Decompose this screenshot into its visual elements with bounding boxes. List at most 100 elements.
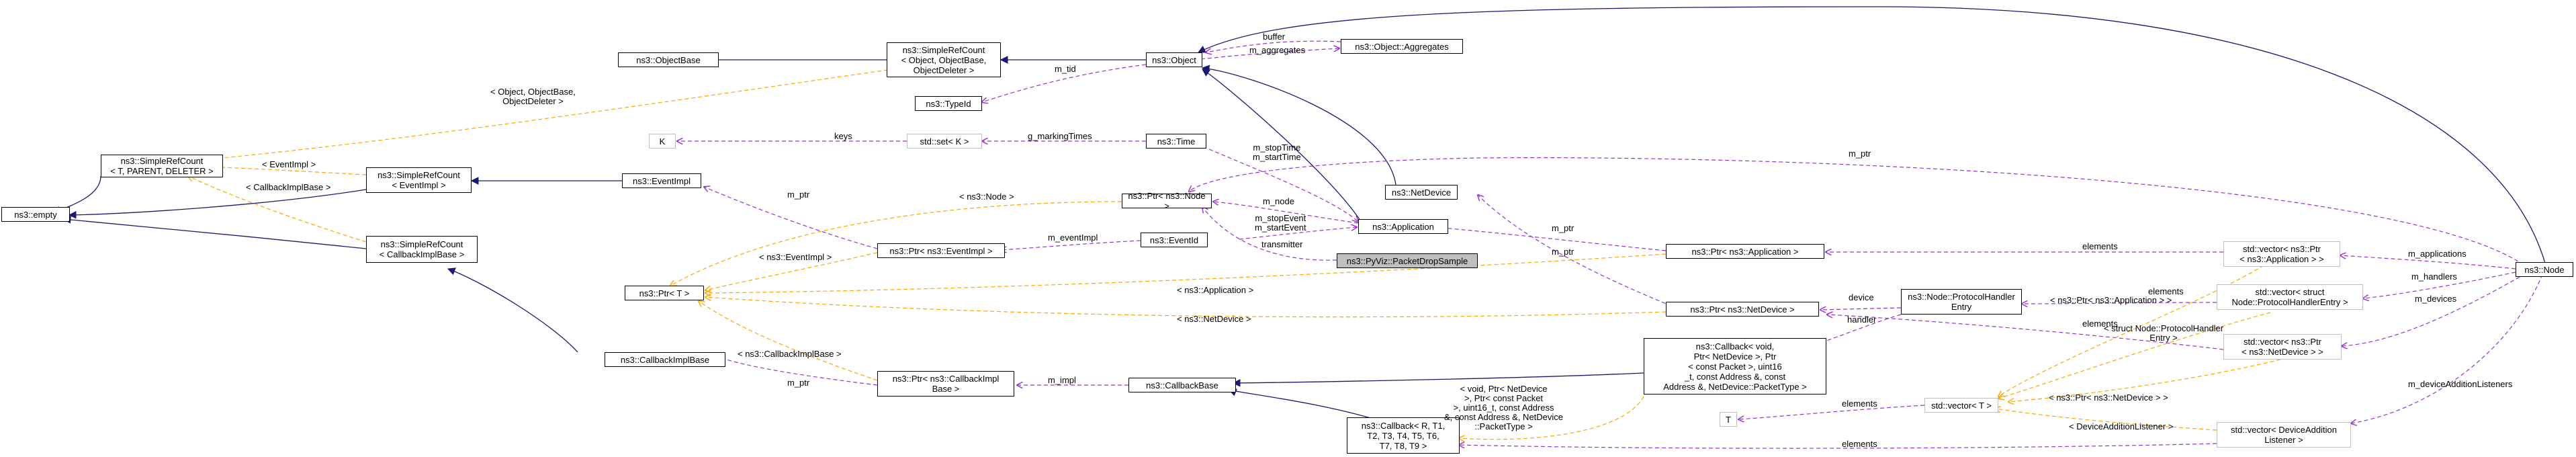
edge-mem-node-vectornetdev bbox=[2342, 273, 2526, 346]
edge-label-elements-netdev: elements bbox=[2082, 319, 2118, 329]
node-packet-drop-sample[interactable]: ns3::PyViz::PacketDropSample bbox=[1337, 253, 1478, 268]
node-ns3-time[interactable]: ns3::Time bbox=[1146, 134, 1206, 149]
edge-tpl-vectorlistener-stdvector bbox=[1995, 409, 2217, 431]
node-std-vector-t[interactable]: std::vector< T > bbox=[1924, 398, 1998, 413]
edge-label-m-event-impl: m_eventImpl bbox=[1048, 233, 1098, 243]
node-vector-ptr-netdevice[interactable]: std::vector< ns3::Ptr < ns3::NetDevice >… bbox=[2223, 334, 2342, 360]
node-ptr-eventimpl[interactable]: ns3::Ptr< ns3::EventImpl > bbox=[877, 243, 1005, 258]
edge-mem-ptreventimpl-eventid bbox=[1001, 240, 1141, 250]
node-callback-impl-base[interactable]: ns3::CallbackImplBase bbox=[605, 352, 725, 367]
edge-inherit-callbackvoid-callbackbase bbox=[1232, 372, 1644, 387]
edge-label-elements-listener: elements bbox=[1842, 439, 1877, 449]
edge-label-m-applications: m_applications bbox=[2408, 249, 2467, 259]
edge-label-tpl-eventimpl-ptr: < ns3::EventImpl > bbox=[759, 252, 832, 262]
node-ptr-callbackimplbase[interactable]: ns3::Ptr< ns3::CallbackImpl Base > bbox=[877, 371, 1014, 397]
node-simple-refcount-callbackimplbase[interactable]: ns3::SimpleRefCount < CallbackImplBase > bbox=[366, 236, 478, 263]
edge-label-tpl-application: < ns3::Application > bbox=[1177, 285, 1254, 295]
edge-mem-object-aggregates bbox=[1200, 48, 1339, 60]
edge-tpl-vectornetdev-stdvector bbox=[2008, 359, 2281, 402]
edge-label-m-devices: m_devices bbox=[2415, 294, 2457, 304]
node-callback-base[interactable]: ns3::CallbackBase bbox=[1128, 378, 1236, 392]
edge-label-device: device bbox=[1849, 292, 1874, 302]
node-event-impl[interactable]: ns3::EventImpl bbox=[622, 173, 701, 188]
edge-label-tpl-eventimpl: < EventImpl > bbox=[262, 159, 316, 169]
edge-tpl-refcount-callbackimplbase bbox=[188, 176, 367, 243]
edge-mem-ptrnetdevice-netdevice bbox=[1478, 195, 1679, 309]
edge-inherit-refcount-event-empty bbox=[68, 189, 367, 219]
edge-inherit-refcount-cb-empty bbox=[62, 216, 367, 249]
node-simple-refcount-t[interactable]: ns3::SimpleRefCount < T, PARENT, DELETER… bbox=[101, 155, 223, 177]
node-vector-protocol-handler[interactable]: std::vector< struct Node::ProtocolHandle… bbox=[2217, 284, 2363, 310]
edge-mem-vectorhandler-handlerentry bbox=[2022, 302, 2224, 304]
node-ptr-netdevice[interactable]: ns3::Ptr< ns3::NetDevice > bbox=[1666, 302, 1819, 317]
edge-label-tpl-object: < Object, ObjectBase, ObjectDeleter > bbox=[490, 87, 576, 106]
node-event-id[interactable]: ns3::EventId bbox=[1141, 233, 1208, 247]
edge-tpl-refcount-object bbox=[202, 69, 889, 160]
node-type-id[interactable]: ns3::TypeId bbox=[915, 96, 982, 111]
edge-label-tpl-netdevice: < ns3::NetDevice > bbox=[1177, 314, 1251, 324]
edge-label-tpl-ptr-netdevice: < ns3::Ptr< ns3::NetDevice > > bbox=[2049, 392, 2168, 403]
edge-label-elements-handler: elements bbox=[2148, 286, 2184, 296]
edge-label-tpl-callbackimplbase-ptr: < ns3::CallbackImplBase > bbox=[738, 349, 842, 359]
edge-label-m-ptr-app: m_ptr bbox=[1552, 223, 1574, 233]
edge-mem-eventimpl-ptr bbox=[704, 187, 878, 249]
edge-tpl-refcount-eventimpl bbox=[200, 167, 367, 175]
edge-mem-ptrnode-application bbox=[1213, 202, 1359, 224]
node-vector-device-addition[interactable]: std::vector< DeviceAddition Listener > bbox=[2217, 422, 2351, 448]
node-callback-void[interactable]: ns3::Callback< void, Ptr< NetDevice >, P… bbox=[1644, 338, 1826, 394]
edge-label-tpl-node: < ns3::Node > bbox=[959, 192, 1014, 202]
node-k[interactable]: K bbox=[649, 134, 676, 149]
edge-mem-vectorlistener-callbackr bbox=[1459, 444, 2217, 449]
edge-mem-time-application bbox=[1208, 149, 1358, 222]
node-net-device[interactable]: ns3::NetDevice bbox=[1385, 185, 1458, 200]
node-application[interactable]: ns3::Application bbox=[1358, 219, 1448, 234]
edge-label-buffer: buffer bbox=[1263, 32, 1286, 42]
edge-label-g-marking-times: g_markingTimes bbox=[1028, 131, 1092, 141]
edge-label-tpl-callbackimplbase: < CallbackImplBase > bbox=[246, 182, 331, 192]
edge-tpl-ptrcb-ptrt bbox=[699, 301, 878, 381]
edge-label-m-ptr-top: m_ptr bbox=[1849, 149, 1871, 159]
edge-label-m-handlers: m_handlers bbox=[2411, 272, 2457, 282]
node-t[interactable]: T bbox=[1720, 412, 1737, 427]
edge-label-m-tid: m_tid bbox=[1055, 64, 1076, 74]
edge-mem-node-ptr bbox=[1189, 157, 2530, 269]
edge-label-tpl-ptr-application: < ns3::Ptr< ns3::Application > > bbox=[2050, 295, 2172, 305]
node-vector-ptr-application[interactable]: std::vector< ns3::Ptr < ns3::Application… bbox=[2223, 241, 2340, 267]
edge-label-tpl-struct-handler: < struct Node::ProtocolHandler Entry > bbox=[2104, 323, 2224, 343]
edge-label-tpl-void-callback: < void, Ptr< NetDevice >, Ptr< const Pac… bbox=[1444, 384, 1564, 431]
edge-inherit-application-object bbox=[1202, 69, 1361, 221]
edge-mem-handlerentry-ptrnetdevice bbox=[1820, 308, 1902, 310]
node-ns3-node[interactable]: ns3::Node bbox=[2516, 262, 2573, 277]
edge-label-m-aggregates: m_aggregates bbox=[1249, 45, 1306, 55]
edge-tpl-callbackvoid-callbackr bbox=[1459, 396, 1644, 440]
edge-label-m-ptr-netdev: m_ptr bbox=[1552, 247, 1574, 257]
edge-mem-typeid-object bbox=[982, 64, 1147, 102]
node-simple-refcount-eventimpl[interactable]: ns3::SimpleRefCount < EventImpl > bbox=[366, 167, 472, 193]
edge-label-m-ptr-cb: m_ptr bbox=[787, 378, 810, 388]
edge-label-elements-t: elements bbox=[1842, 399, 1877, 409]
edge-tpl-ptrapplication-ptrt bbox=[705, 253, 1667, 293]
edge-label-keys: keys bbox=[834, 131, 852, 141]
node-std-set[interactable]: std::set< K > bbox=[907, 134, 982, 149]
edge-label-transmitter: transmitter bbox=[1261, 239, 1303, 249]
node-ptr-node[interactable]: ns3::Ptr< ns3::Node > bbox=[1122, 191, 1212, 211]
node-protocol-handler-entry[interactable]: ns3::Node::ProtocolHandler Entry bbox=[1901, 289, 2022, 315]
node-callback-r[interactable]: ns3::Callback< R, T1, T2, T3, T4, T5, T6… bbox=[1347, 417, 1460, 454]
edge-mem-packetdrop-ptrnode bbox=[1202, 207, 1337, 261]
edge-tpl-ptrnetdevice-ptrt bbox=[705, 297, 1667, 318]
node-simple-refcount-object[interactable]: ns3::SimpleRefCount < Object, ObjectBase… bbox=[887, 42, 1001, 77]
node-ns3-object[interactable]: ns3::Object bbox=[1146, 52, 1202, 67]
edge-tpl-ptreventimpl-ptrt bbox=[705, 252, 878, 290]
node-object-base[interactable]: ns3::ObjectBase bbox=[618, 52, 719, 67]
node-ptr-t[interactable]: ns3::Ptr< T > bbox=[625, 286, 704, 300]
edge-mem-stdvector-t bbox=[1738, 405, 1925, 419]
node-object-aggregates[interactable]: ns3::Object::Aggregates bbox=[1341, 39, 1463, 54]
edge-label-m-stop-start-time: m_stopTime m_startTime bbox=[1253, 142, 1301, 162]
edge-mem-handlerentry-callback bbox=[1820, 314, 1902, 343]
node-ptr-application[interactable]: ns3::Ptr< ns3::Application > bbox=[1666, 244, 1824, 259]
node-ns3-empty[interactable]: ns3::empty bbox=[1, 207, 70, 222]
edge-mem-vectornetdev-ptrnetdevice bbox=[1827, 315, 2224, 350]
edge-tpl-vectorapp-stdvector bbox=[1998, 265, 2264, 397]
edge-label-m-node: m_node bbox=[1263, 196, 1294, 206]
